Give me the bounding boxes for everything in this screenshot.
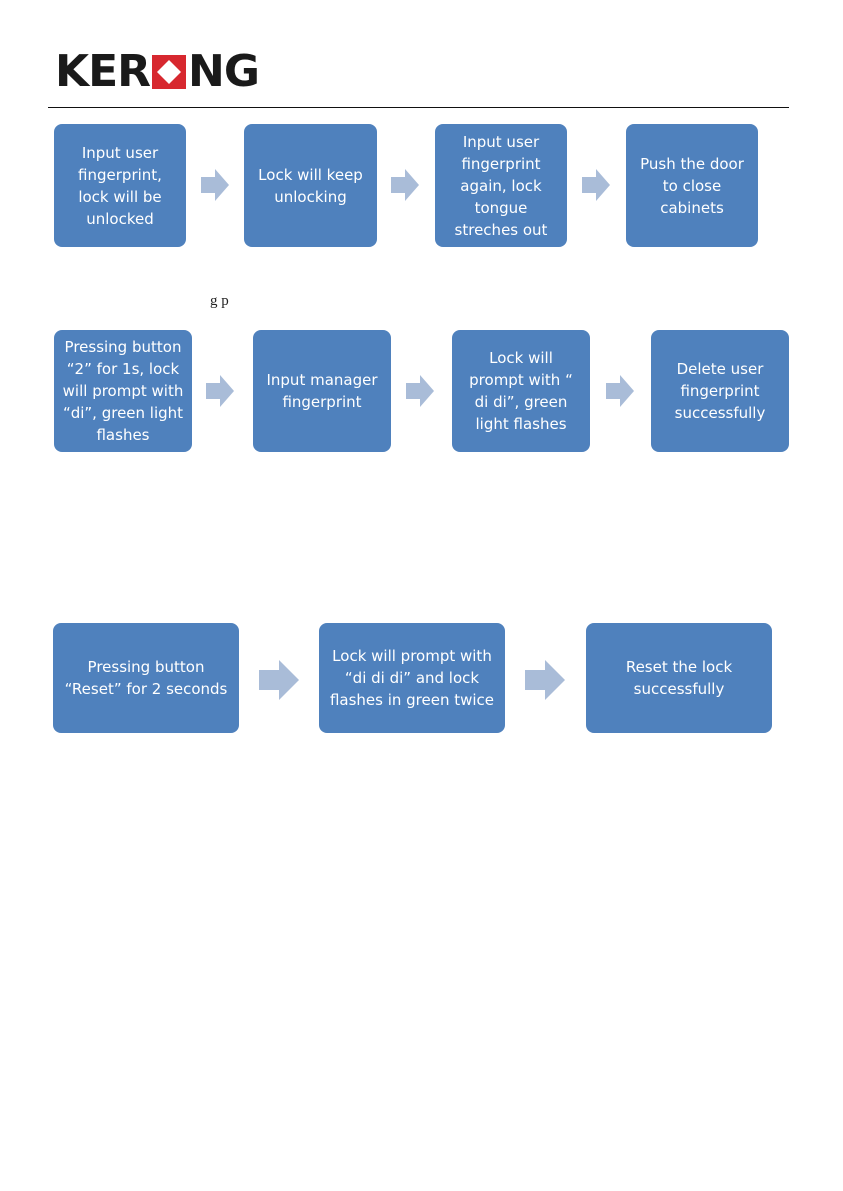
flow2-arrow3-icon — [606, 375, 634, 407]
logo-diamond-icon — [152, 55, 187, 89]
flow3-step2-box: Lock will prompt with “di di di” and loc… — [319, 623, 505, 733]
flow3-step3-text: Reset the lock successfully — [625, 658, 733, 698]
kerong-logo: K ER NG — [55, 46, 260, 97]
flow2-step3-text: Lock will prompt with “ di di”, green li… — [469, 349, 573, 433]
flow1-arrow2-icon — [391, 169, 419, 201]
logo-text-ng: NG — [188, 46, 260, 97]
logo-text-er: ER — [88, 46, 151, 97]
flow2-step1-text: Pressing button “2” for 1s, lock will pr… — [62, 338, 184, 444]
flow1-step1-box: Input user fingerprint, lock will be unl… — [54, 124, 186, 247]
flow2-step4-text: Delete user fingerprint successfully — [674, 360, 766, 422]
flow1-step1-text: Input user fingerprint, lock will be unl… — [78, 143, 162, 228]
fragment-text: g p — [210, 293, 229, 309]
flow2-step2-text: Input manager fingerprint — [266, 371, 378, 411]
flow3-step1-box: Pressing button “Reset” for 2 seconds — [53, 623, 239, 733]
flow2-step3-box: Lock will prompt with “ di di”, green li… — [452, 330, 590, 452]
flow3-step3-box: Reset the lock successfully — [586, 623, 772, 733]
flow1-step4-text: Push the door to close cabinets — [640, 154, 744, 217]
flow1-arrow3-icon — [582, 169, 610, 201]
flow1-step3-box: Input user fingerprint again, lock tongu… — [435, 124, 567, 247]
header-divider — [48, 107, 789, 108]
flow3-step1-text: Pressing button “Reset” for 2 seconds — [64, 658, 228, 698]
flow2-arrow1-icon — [206, 375, 234, 407]
flow2-arrow2-icon — [406, 375, 434, 407]
flow2-step2-box: Input manager fingerprint — [253, 330, 391, 452]
flow3-arrow2-icon — [525, 660, 565, 700]
flow1-step3-text: Input user fingerprint again, lock tongu… — [454, 132, 548, 239]
flow3-arrow1-icon — [259, 660, 299, 700]
flow1-step2-box: Lock will keep unlocking — [244, 124, 377, 247]
flow1-step2-text: Lock will keep unlocking — [258, 165, 363, 206]
flow1-step4-box: Push the door to close cabinets — [626, 124, 758, 247]
flow1-arrow1-icon — [201, 169, 229, 201]
flow2-step1-box: Pressing button “2” for 1s, lock will pr… — [54, 330, 192, 452]
flow3-step2-text: Lock will prompt with “di di di” and loc… — [329, 647, 495, 709]
flow2-step4-box: Delete user fingerprint successfully — [651, 330, 789, 452]
logo-text-k: K — [55, 46, 89, 97]
